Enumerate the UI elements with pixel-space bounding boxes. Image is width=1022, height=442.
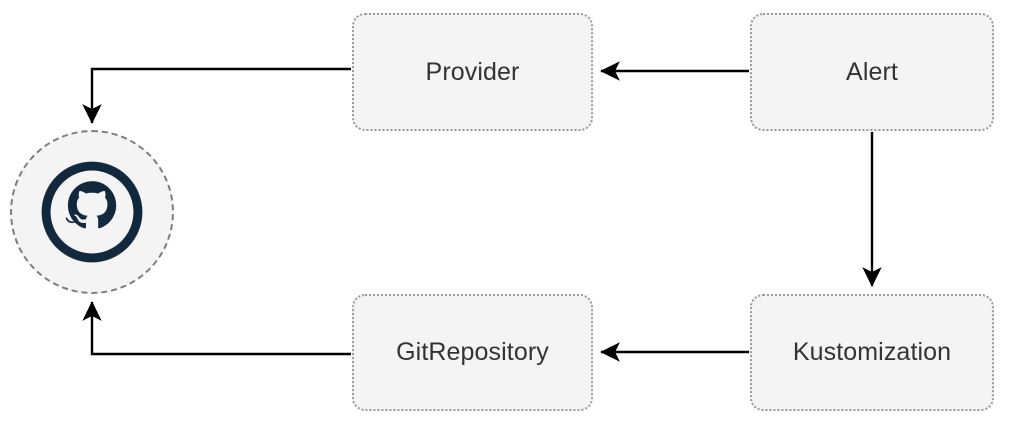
node-alert[interactable]: Alert — [750, 13, 994, 131]
node-github[interactable] — [10, 130, 174, 294]
node-kustomization[interactable]: Kustomization — [750, 294, 994, 411]
node-kustomization-label: Kustomization — [792, 338, 952, 366]
node-gitrepository[interactable]: GitRepository — [352, 294, 593, 411]
edge-provider-to-github — [82, 67, 351, 124]
edge-gitrepository-to-github — [82, 301, 351, 356]
node-alert-label: Alert — [846, 57, 898, 86]
node-gitrepository-label: GitRepository — [396, 338, 549, 366]
node-provider[interactable]: Provider — [352, 13, 593, 131]
node-provider-label: Provider — [425, 57, 520, 86]
github-octocat-icon — [41, 161, 143, 263]
